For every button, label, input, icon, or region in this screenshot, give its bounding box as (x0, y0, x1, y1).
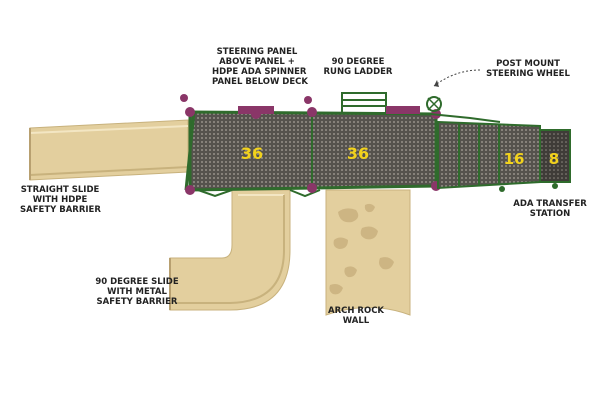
callout-line: 90 DEGREE (331, 57, 385, 67)
callout-steering-wheel: POST MOUNT STEERING WHEEL (478, 59, 578, 79)
step-high-height: 16 (504, 150, 525, 168)
callout-steering-panel: STEERING PANEL ABOVE PANEL + HDPE ADA SP… (212, 47, 308, 87)
callout-straight-slide: STRAIGHT SLIDE WITH HDPE SAFETY BARRIER (20, 185, 101, 215)
callout-line: WALL (342, 316, 370, 326)
steering-wheel-leader-line (433, 69, 481, 87)
curved-slide (169, 189, 291, 311)
steering-wheel (426, 96, 442, 112)
callout-transfer-station: ADA TRANSFER STATION (510, 199, 590, 219)
steering-panel (238, 106, 274, 119)
step-low-height: 8 (549, 150, 559, 168)
callout-rock-wall: ARCH ROCK WALL (326, 306, 386, 326)
callout-line: ARCH ROCK (327, 306, 385, 316)
callout-line: SAFETY BARRIER (20, 205, 101, 215)
callout-rung-ladder: 90 DEGREE RUNG LADDER (318, 57, 398, 77)
callout-line: WITH HDPE (32, 195, 88, 205)
leader-arrowhead (434, 80, 439, 87)
straight-slide (29, 119, 189, 181)
callout-line: ABOVE PANEL + (219, 57, 295, 67)
callout-line: STATION (529, 209, 571, 219)
callout-curved-slide: 90 DEGREE SLIDE WITH METAL SAFETY BARRIE… (92, 277, 182, 307)
transfer-station (429, 113, 571, 192)
callout-line: HDPE ADA SPINNER (212, 67, 307, 77)
callout-line: STEERING WHEEL (486, 69, 570, 79)
callout-line: SAFETY BARRIER (96, 297, 178, 307)
callout-line: PANEL BELOW DECK (212, 77, 308, 87)
left-deck-height: 36 (241, 144, 263, 163)
arch-rock-wall (325, 189, 411, 316)
callout-line: WITH METAL (107, 287, 167, 297)
callout-line: ADA TRANSFER (513, 199, 587, 209)
callout-line: STRAIGHT SLIDE (20, 185, 100, 195)
callout-line: STEERING PANEL (216, 47, 298, 57)
callout-line: POST MOUNT (496, 59, 560, 69)
callout-line: RUNG LADDER (323, 67, 393, 77)
right-deck-height: 36 (347, 144, 369, 163)
callout-line: 90 DEGREE SLIDE (95, 277, 179, 287)
rung-ladder (341, 92, 420, 114)
